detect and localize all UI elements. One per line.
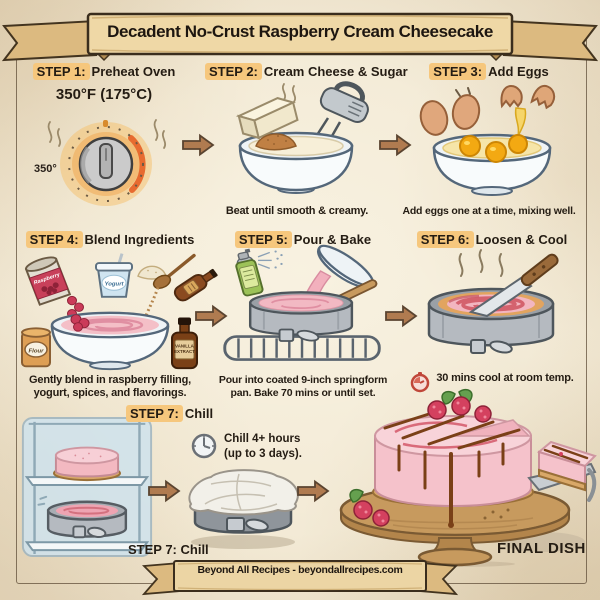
footer-ribbon [141,560,459,596]
step-5-caption-line1: Pour into coated 9-inch springform [218,374,388,386]
step-4-header: STEP 4:Blend Ingredients [12,231,208,248]
step-3-tag: STEP 3: [429,63,487,80]
page-title: Decadent No-Crust Raspberry Cream Cheese… [107,22,493,41]
step-6-header: STEP 6:Loosen & Cool [400,231,584,248]
mixing-bowl-illustration [235,81,369,194]
step-7-title: Chill [184,406,214,421]
clock-icon [191,433,217,459]
blend-bowl-illustration: Raspberry Yogurt [21,253,218,371]
step-7-tag: STEP 7: [126,405,183,422]
title-ribbon [1,12,599,62]
flour-jar-label: Flour [29,348,45,354]
step-3-caption: Add eggs one at a time, mixing well. [402,205,576,217]
vanilla-label-line1: VANILLA [175,344,194,349]
step-1-tag: STEP 1: [32,63,90,80]
step-6-caption: 30 mins cool at room temp. [436,372,574,384]
vanilla-label-line2: EXTRACT [174,349,195,354]
step-7-caption-line2: (up to 3 days). [224,448,302,460]
loosen-cool-illustration [427,249,559,354]
step-1-title: Preheat Oven [91,64,176,79]
step-5-title: Pour & Bake [293,232,372,247]
step-5-tag: STEP 5: [234,231,292,248]
step-4-tag: STEP 4: [25,231,83,248]
oven-temperature: 350°F (175°C) [55,86,153,103]
step-6-title: Loosen & Cool [475,232,568,247]
step-2-title: Cream Cheese & Sugar [263,64,408,79]
dial-reading-label: 350° [34,163,57,175]
step-3-title: Add Eggs [488,64,549,79]
step-4-title: Blend Ingredients [84,232,195,247]
step-7-header: STEP 7:Chill [126,405,266,422]
pour-bake-illustration [223,244,381,361]
step-6-tag: STEP 6: [416,231,474,248]
step-2-header: STEP 2:Cream Cheese & Sugar [205,63,408,80]
arrow-icon [182,133,215,157]
covered-pan-illustration [188,469,299,549]
step-3-header: STEP 3:Add Eggs [396,63,582,80]
oven-dial-illustration: 350° [34,119,167,206]
arrow-icon [297,479,330,503]
footer-text: Beyond All Recipes - beyondallrecipes.co… [197,564,403,576]
step-2-caption: Beat until smooth & creamy. [225,205,369,217]
arrow-icon [195,304,228,328]
step-5-caption-line2: pan. Bake 70 mins or until set. [230,387,376,399]
final-dish-illustration [339,388,597,567]
step-1-header: STEP 1:Preheat Oven [18,63,190,80]
step-7-repeat-note: STEP 7: Chill [128,542,209,557]
step-7-caption-line1: Chill 4+ hours [224,433,301,445]
fridge-illustration [21,416,153,558]
step-2-tag: STEP 2: [205,63,262,80]
step-4-caption-line2: yogurt, spices, and flavorings. [33,387,187,399]
arrow-icon [379,133,412,157]
eggs-bowl-illustration [419,84,556,196]
step-4-caption-line1: Gently blend in raspberry filling, [29,374,191,386]
timer-icon [411,372,430,393]
arrow-icon [385,304,418,328]
step-5-header: STEP 5:Pour & Bake [212,231,394,248]
yogurt-cup-label: Yogurt [104,282,124,288]
arrow-icon [148,479,181,503]
final-dish-label: FINAL DISH [497,540,586,557]
step-6-caption-row: 30 mins cool at room temp. [398,372,586,393]
